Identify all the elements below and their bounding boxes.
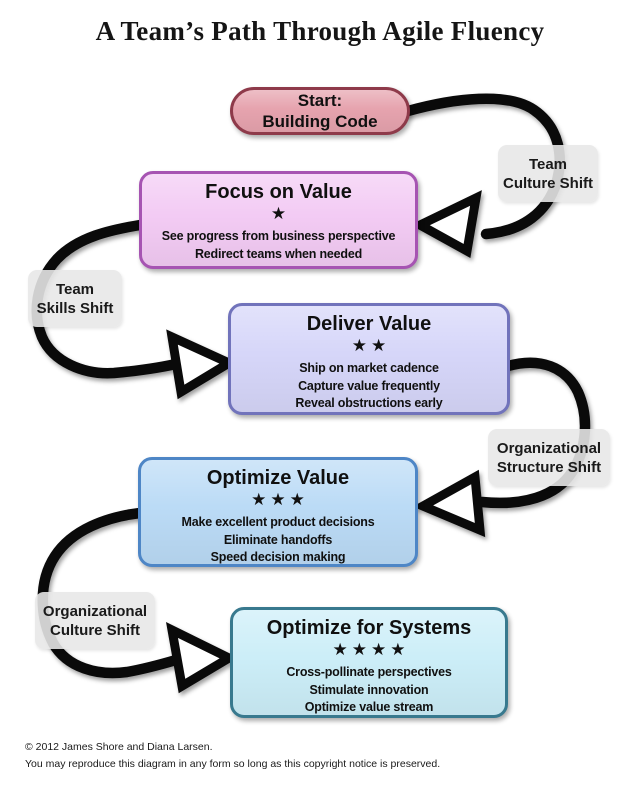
shift-label-line: Organizational	[496, 439, 602, 457]
shift-label-team-skills: Team Skills Shift	[28, 270, 122, 327]
stage-description-line: Reveal obstructions early	[295, 396, 443, 410]
stage-description: See progress from business perspective R…	[161, 228, 396, 263]
stage-description-line: Cross-pollinate perspectives	[286, 665, 452, 679]
license-line: You may reproduce this diagram in any fo…	[25, 757, 441, 770]
stage-description-line: Speed decision making	[210, 550, 346, 564]
stage-title: Focus on Value	[205, 181, 352, 203]
shift-label-org-structure: Organizational Structure Shift	[488, 429, 610, 486]
arrow-curve-start-to-focus	[402, 93, 565, 240]
shift-label-line: Culture Shift	[503, 174, 593, 192]
stage-description-line: Capture value frequently	[298, 378, 440, 393]
stage-description-line: Redirect teams when needed	[194, 246, 363, 261]
copyright-notice: © 2012 James Shore and Diana Larsen. You…	[25, 739, 440, 772]
shift-label-line: Structure Shift	[496, 458, 602, 476]
shift-label-team-culture: Team Culture Shift	[498, 145, 598, 202]
stage-description-line: Optimize value stream	[304, 700, 434, 714]
shift-label-org-culture: Organizational Culture Shift	[35, 592, 155, 649]
arrow-head-into-focus	[410, 190, 482, 259]
shift-label-line: Team	[528, 155, 568, 173]
shift-label-line: Organizational	[42, 602, 148, 620]
stage-description: Cross-pollinate perspectives Stimulate i…	[286, 664, 451, 717]
node-deliver-value: Deliver Value ★★ Ship on market cadence …	[228, 303, 510, 415]
stage-title: Optimize for Systems	[266, 617, 472, 639]
stage-description-line: See progress from business perspective	[161, 229, 396, 243]
shift-label-line: Team	[55, 280, 95, 298]
node-start-building-code: Start: Building Code	[230, 87, 410, 135]
node-optimize-value: Optimize Value ★★★ Make excellent produc…	[138, 457, 418, 567]
star-rating-icon: ★	[270, 204, 291, 224]
stage-title: Deliver Value	[306, 313, 432, 335]
copyright-line: © 2012 James Shore and Diana Larsen.	[25, 741, 213, 753]
star-rating-icon: ★★★★	[332, 640, 410, 660]
diagram-title: A Team’s Path Through Agile Fluency	[95, 16, 545, 46]
arrow-curve-focus-to-deliver	[31, 219, 182, 379]
stage-title: Optimize Value	[206, 467, 350, 489]
shift-label-line: Skills Shift	[36, 299, 114, 317]
stage-description-line: Make excellent product decisions	[181, 515, 375, 529]
stage-description-line: Stimulate innovation	[309, 682, 429, 697]
star-rating-icon: ★★★	[251, 490, 309, 510]
start-label-line1: Start:	[297, 91, 343, 110]
node-optimize-for-systems: Optimize for Systems ★★★★ Cross-pollinat…	[230, 607, 508, 718]
start-label-line2: Building Code	[262, 112, 378, 131]
arrow-head-into-deliver	[166, 329, 239, 400]
node-focus-on-value: Focus on Value ★ See progress from busin…	[139, 171, 418, 269]
shift-label-line: Culture Shift	[50, 621, 140, 639]
stage-description-line: Eliminate handoffs	[223, 532, 333, 547]
stage-description: Ship on market cadence Capture value fre…	[295, 360, 442, 413]
stage-description: Make excellent product decisions Elimina…	[182, 514, 375, 567]
arrow-head-into-optimize-value	[412, 469, 486, 538]
star-rating-icon: ★★	[351, 336, 391, 356]
arrow-head-into-optimize-systems	[166, 622, 239, 694]
stage-description-line: Ship on market cadence	[299, 361, 439, 375]
